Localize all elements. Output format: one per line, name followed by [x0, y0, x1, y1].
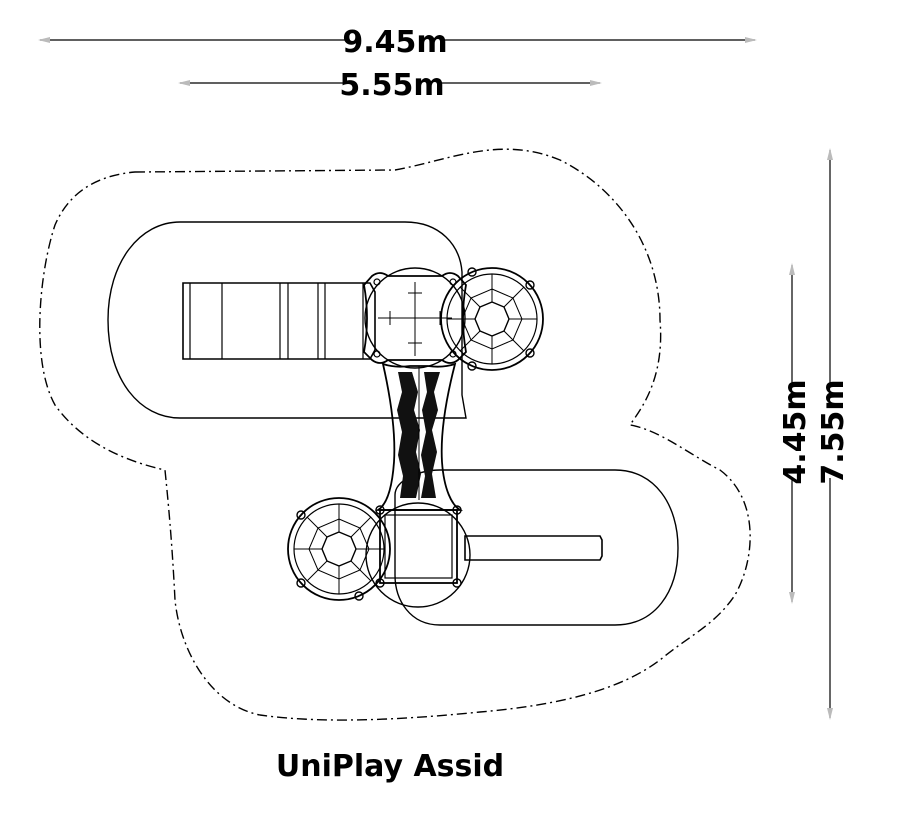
safety-zone-outline	[39, 148, 751, 721]
climbing-net	[397, 372, 440, 498]
slide-top	[182, 282, 376, 360]
slide-zone-bottom	[394, 469, 679, 626]
slide-zone-top	[107, 221, 467, 419]
overall-depth-label: 7.55m	[816, 379, 851, 484]
dimension-overall-width: 9.45m	[38, 25, 757, 60]
roundabout-bottom-left	[287, 497, 391, 601]
equipment-depth-label: 4.45m	[778, 379, 813, 484]
slide-bottom	[464, 535, 603, 561]
diagram-title: UniPlay Assid	[276, 749, 504, 784]
deck-top	[363, 267, 467, 369]
deck-bottom	[365, 502, 471, 608]
net-bridge	[374, 362, 464, 511]
equipment-width-label: 5.55m	[339, 68, 444, 103]
roundabout-top-right	[440, 267, 544, 371]
dimension-overall-depth: 7.55m	[816, 148, 851, 720]
overall-width-label: 9.45m	[342, 25, 447, 60]
dimension-equipment-width: 5.55m	[178, 68, 602, 103]
dimension-equipment-depth: 4.45m	[778, 263, 813, 604]
